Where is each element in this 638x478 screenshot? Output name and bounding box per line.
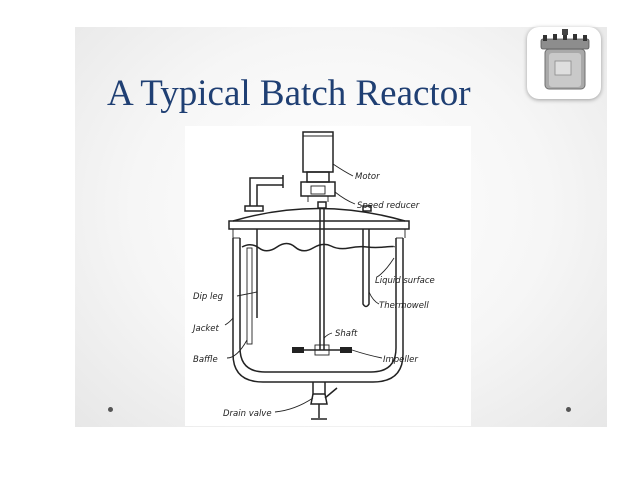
baffle xyxy=(246,247,253,345)
motor xyxy=(302,131,334,173)
thermowell xyxy=(362,229,370,308)
shaft-seal xyxy=(317,201,327,209)
jacket-wall xyxy=(232,238,404,383)
label-speed-reducer: Speed reducer xyxy=(357,201,420,211)
reactor-schematic: Motor Speed reducer Liquid surface Dip l… xyxy=(191,131,435,420)
speed-reducer xyxy=(300,171,336,202)
label-leaders xyxy=(224,163,395,413)
label-impeller: Impeller xyxy=(383,355,418,365)
slide: A Typical Batch Reactor xyxy=(75,27,607,427)
reactor-thumbnail-drawing xyxy=(540,29,590,90)
batch-reactor-photo-icon xyxy=(527,27,601,99)
label-dip-leg: Dip leg xyxy=(193,292,224,302)
label-baffle: Baffle xyxy=(193,355,218,365)
impeller xyxy=(292,344,352,356)
reactor-diagram: Motor Speed reducer Liquid surface Dip l… xyxy=(185,126,471,426)
inlet-pipe xyxy=(244,175,284,212)
label-jacket: Jacket xyxy=(191,324,220,334)
label-shaft: Shaft xyxy=(335,329,358,339)
reactor-lid xyxy=(228,207,410,238)
label-motor: Motor xyxy=(355,172,380,182)
label-liquid-surface: Liquid surface xyxy=(375,276,435,286)
label-drain-valve: Drain valve xyxy=(223,409,272,419)
vessel-wall xyxy=(239,238,397,373)
shaft xyxy=(319,208,325,350)
slide-decoration-dot-right xyxy=(566,407,571,412)
slide-title: A Typical Batch Reactor xyxy=(107,73,471,114)
label-thermowell: Thermowell xyxy=(379,301,429,311)
slide-decoration-dot-left xyxy=(108,407,113,412)
drain-valve xyxy=(310,382,338,420)
top-nozzle xyxy=(362,205,372,212)
liquid-surface xyxy=(241,242,395,252)
